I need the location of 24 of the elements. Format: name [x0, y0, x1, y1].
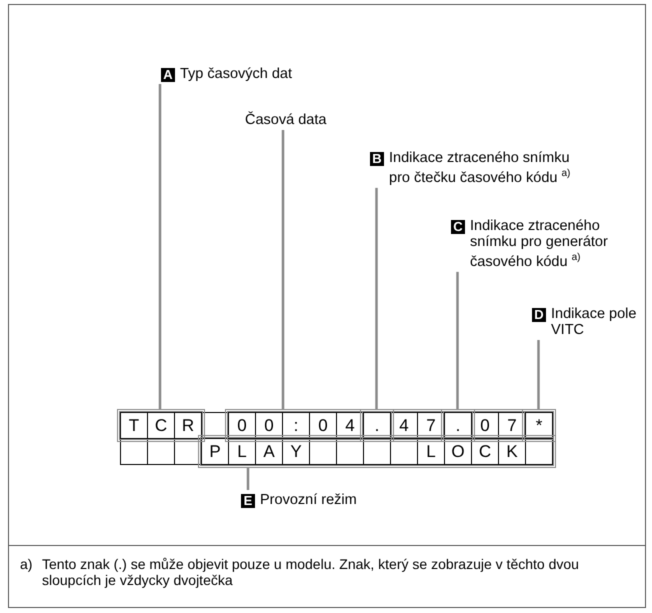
callout-label: Provozní režim — [260, 492, 357, 508]
letter-badge: A — [161, 68, 175, 82]
leader-line — [282, 130, 284, 409]
callout-label: Indikace ztraceného snímku pro čtečku časového kódu $^{a)}$ — [389, 150, 572, 186]
footnote-text: Tento znak (.) se může objevit pouze u modelu. Znak, který se zobrazuje v těchto dvou sloupcích je vždycky dvojtečka — [42, 556, 580, 588]
callout-label: Indikace ztraceného snímku pro generátor časového kódu $^{a)}$ — [470, 218, 609, 270]
leader-line — [375, 188, 378, 409]
highlight-frame — [117, 409, 205, 442]
highlight-frame — [225, 409, 556, 442]
leader-line — [246, 468, 250, 490]
letter-badge: E — [241, 494, 255, 508]
leader-line — [158, 84, 162, 409]
letter-badge: D — [532, 308, 546, 322]
callout-label: Časová data — [245, 112, 328, 128]
display-character: T — [120, 412, 148, 439]
callout-label: Indikace pole VITC — [551, 306, 638, 338]
leader-line — [537, 340, 540, 409]
callout-label: Typ časových dat — [180, 66, 292, 82]
letter-badge: B — [370, 152, 384, 166]
display-character: * — [525, 412, 553, 439]
footnote-mark: a) — [20, 556, 32, 572]
letter-badge: C — [451, 220, 465, 234]
leader-line — [456, 272, 459, 409]
highlight-frame — [198, 435, 556, 468]
